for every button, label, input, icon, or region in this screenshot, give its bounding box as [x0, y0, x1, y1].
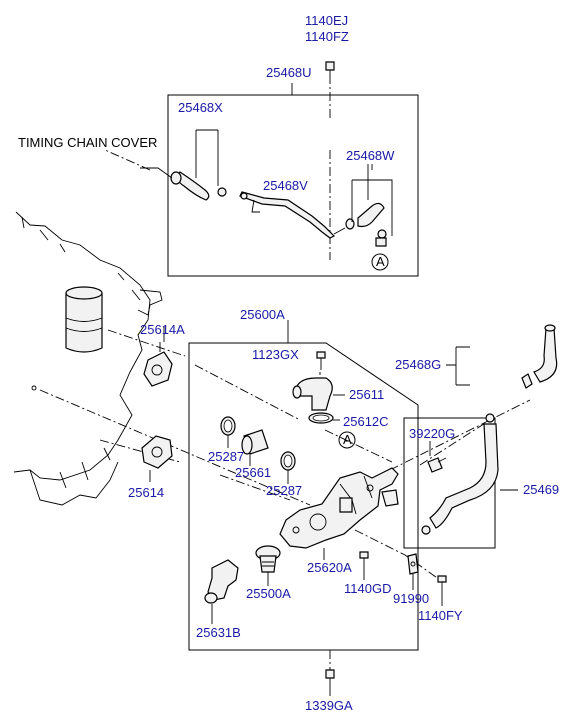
- bracket-25468G: [446, 346, 470, 386]
- label-25661: 25661: [235, 465, 271, 480]
- label-1339ga: 1339GA: [305, 698, 353, 713]
- ref-marker-a-upper: [371, 253, 389, 271]
- label-1140fy: 1140FY: [418, 608, 463, 623]
- label-1140ej: 1140EJ: [305, 13, 348, 28]
- label-25468w: 25468W: [346, 148, 395, 163]
- label-25611: 25611: [349, 387, 384, 402]
- label-1123gx: 1123GX: [252, 347, 299, 362]
- label-25612c: 25612C: [343, 414, 389, 429]
- label-25614a: 25614A: [140, 322, 185, 337]
- main-group-frame: [188, 342, 419, 651]
- label-39220g: 39220G: [409, 426, 455, 441]
- main-housing-assembly: [204, 351, 447, 690]
- label-25468g: 25468G: [395, 357, 441, 372]
- label-25631b: 25631B: [196, 625, 241, 640]
- gaskets: [141, 342, 173, 482]
- label-leaders: [163, 164, 518, 696]
- hose-group-frame: [403, 417, 496, 549]
- label-25620a: 25620A: [307, 560, 352, 575]
- label-25468u: 25468U: [266, 65, 312, 80]
- label-ref-a-lower: A: [343, 432, 352, 447]
- label-25500a: 25500A: [246, 586, 291, 601]
- label-25468v: 25468V: [263, 178, 308, 193]
- engine-block-outline: [13, 211, 163, 506]
- right-hoses: [421, 324, 558, 535]
- label-25469: 25469: [523, 482, 559, 497]
- upper-group-frame: [167, 94, 419, 277]
- label-ref-a-upper: A: [376, 254, 385, 269]
- label-91990: 91990: [393, 591, 429, 606]
- label-1140fz: 1140FZ: [305, 29, 349, 44]
- upper-assembly: [140, 61, 393, 247]
- ref-marker-a-lower: [338, 431, 356, 449]
- leader-lines: [39, 75, 531, 670]
- label-25614: 25614: [128, 485, 164, 500]
- label-25468x: 25468X: [178, 100, 223, 115]
- label-25287-right: 25287: [266, 483, 302, 498]
- label-1140gd: 1140GD: [344, 581, 391, 596]
- label-timing-chain-cover: TIMING CHAIN COVER: [18, 135, 157, 150]
- label-25287-left: 25287: [208, 449, 244, 464]
- label-25600a: 25600A: [240, 307, 285, 322]
